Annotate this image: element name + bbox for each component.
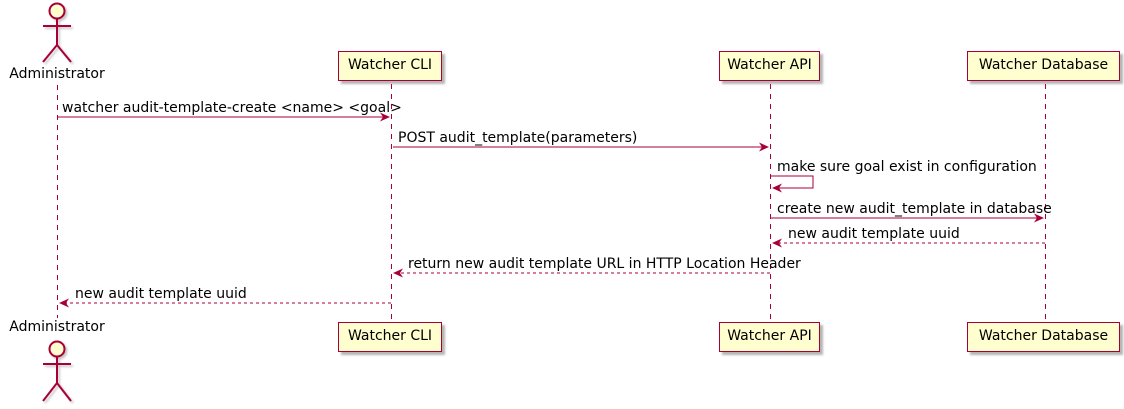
message-label-1: watcher audit-template-create <name> <go… — [62, 100, 402, 116]
participant-box-watcher-cli-bottom: Watcher CLI — [338, 322, 442, 352]
message-label-5: new audit template uuid — [788, 226, 960, 242]
actor-label-administrator-top: Administrator — [9, 66, 105, 82]
arrow-msg-1 — [58, 112, 390, 122]
participant-box-watcher-api-top: Watcher API — [719, 51, 820, 81]
message-label-4: create new audit_template in database — [777, 201, 1052, 217]
actor-figure-bottom — [42, 340, 72, 402]
actor-figure-top — [42, 2, 72, 63]
participant-box-watcher-api-bottom: Watcher API — [719, 322, 820, 352]
arrow-msg-7 — [59, 298, 391, 308]
message-label-7: new audit template uuid — [75, 286, 247, 302]
arrow-msg-6 — [393, 268, 770, 278]
arrow-msg-4 — [771, 213, 1044, 223]
participant-box-watcher-database-bottom: Watcher Database — [967, 322, 1120, 352]
message-label-3: make sure goal exist in configuration — [777, 159, 1037, 175]
actor-label-administrator-bottom: Administrator — [9, 319, 105, 335]
message-label-2: POST audit_template(parameters) — [398, 130, 638, 146]
message-label-6: return new audit template URL in HTTP Lo… — [408, 256, 801, 272]
participant-box-watcher-cli-top: Watcher CLI — [338, 51, 442, 81]
arrow-msg-3-self — [771, 175, 814, 193]
arrow-msg-5 — [772, 238, 1045, 248]
participant-box-watcher-database-top: Watcher Database — [967, 51, 1120, 81]
arrow-msg-2 — [393, 142, 769, 152]
